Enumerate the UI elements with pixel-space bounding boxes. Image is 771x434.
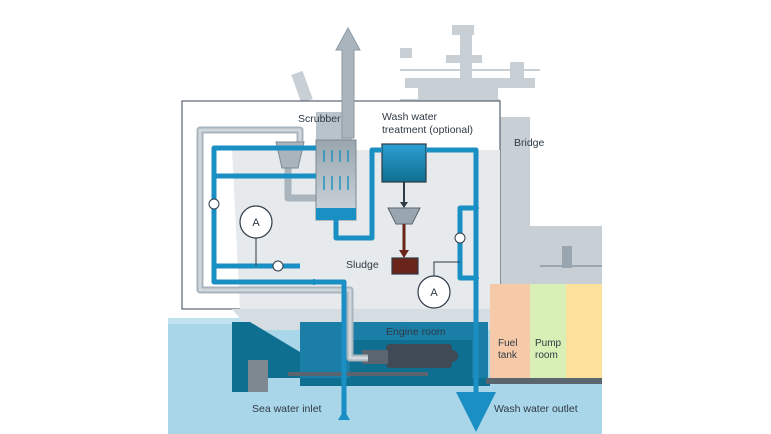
bridge-railings bbox=[400, 69, 540, 119]
label-engine-room: Engine room bbox=[386, 326, 446, 338]
exhaust-gas-ducts-inner bbox=[198, 128, 368, 360]
hull-interior-shape bbox=[232, 150, 500, 309]
fuel-tank bbox=[490, 284, 530, 378]
exhaust-outlet-arrow bbox=[335, 26, 361, 139]
label-wash-water-1: Wash water bbox=[382, 111, 438, 123]
gauge-right bbox=[417, 275, 451, 309]
label-wash-water-2: treatment (optional) bbox=[382, 124, 473, 136]
aft-deck bbox=[500, 226, 602, 284]
wash-water-treatment-tank bbox=[381, 143, 427, 183]
gauge-left bbox=[239, 205, 273, 239]
hull-bottom-right bbox=[486, 378, 602, 384]
hull-bottom bbox=[300, 378, 490, 386]
label-wash-water-outlet: Wash water outlet bbox=[494, 403, 578, 415]
water-pipes bbox=[211, 145, 479, 420]
label-fuel-tank-1: Fuel bbox=[498, 338, 517, 349]
stack-vent bbox=[562, 246, 572, 268]
propeller-shaft bbox=[288, 372, 428, 376]
label-scrubber: Scrubber bbox=[298, 113, 341, 125]
label-pump-room-2: room bbox=[535, 350, 558, 361]
junction-dot bbox=[473, 205, 479, 211]
label-bridge: Bridge bbox=[514, 137, 545, 149]
rudder bbox=[248, 360, 268, 392]
pump-symbols bbox=[208, 198, 466, 272]
scrubber-unit bbox=[275, 139, 357, 221]
label-pump-room-1: Pump bbox=[535, 338, 562, 349]
extra-tank bbox=[566, 284, 602, 378]
junction-dot bbox=[311, 279, 317, 285]
engine-block bbox=[362, 344, 458, 368]
pump-room bbox=[530, 284, 566, 378]
label-fuel-tank-2: tank bbox=[498, 350, 518, 361]
label-sea-water-inlet: Sea water inlet bbox=[252, 403, 322, 415]
separator-funnel bbox=[387, 207, 421, 225]
label-sludge: Sludge bbox=[346, 259, 379, 271]
gauge-left-label: A bbox=[252, 217, 260, 229]
junction-dot bbox=[473, 275, 479, 281]
inlet-arrow bbox=[338, 410, 350, 420]
sludge-container bbox=[391, 257, 419, 275]
gauge-right-label: A bbox=[430, 287, 438, 299]
